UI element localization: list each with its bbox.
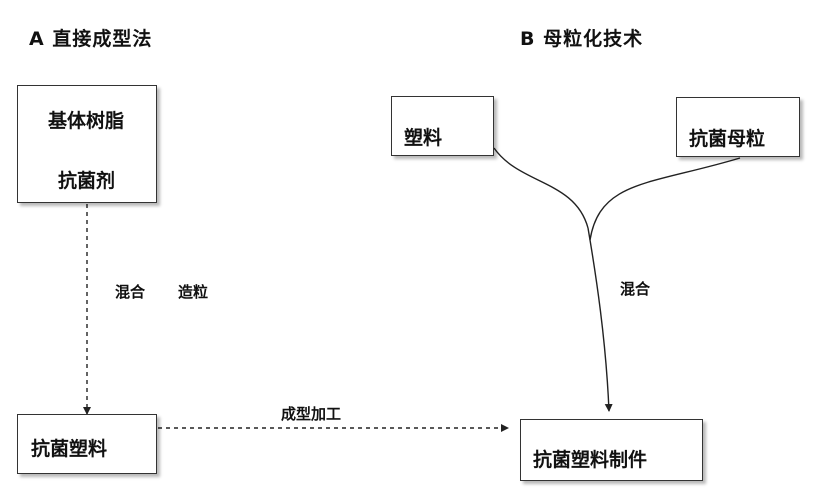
curve-from-plastic: [493, 147, 589, 229]
label-granulate: 造粒: [178, 283, 209, 301]
label-mix-a: 混合: [115, 283, 146, 301]
curve-from-masterbatch: [589, 157, 741, 241]
section-a-title: A 直接成型法: [29, 28, 153, 50]
box-masterbatch: [676, 97, 800, 157]
box-plastic-label: 塑料: [404, 127, 443, 149]
box-product-label: 抗菌塑料制件: [533, 449, 648, 471]
box-resin-line2: 抗菌剂: [58, 170, 116, 192]
box-antibacterial-plastic-label: 抗菌塑料: [31, 438, 108, 460]
box-resin-and-agent: [17, 85, 157, 203]
label-mix-b: 混合: [620, 280, 651, 298]
label-molding: 成型加工: [281, 405, 342, 423]
box-plastic: [391, 96, 494, 156]
arrow-merged-to-product: [587, 227, 613, 412]
box-product: [520, 419, 703, 481]
box-antibacterial-plastic: [17, 414, 157, 474]
box-masterbatch-label: 抗菌母粒: [689, 128, 766, 150]
section-b-title: B 母粒化技术: [520, 28, 644, 50]
box-resin-line1: 基体树脂: [48, 110, 125, 132]
